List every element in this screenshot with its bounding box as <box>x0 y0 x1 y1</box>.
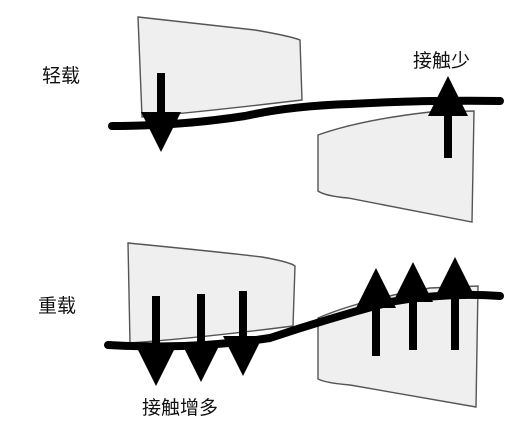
upper-block-heavy <box>127 242 296 344</box>
heavy-load-section: 重载 接触增多 <box>38 242 504 419</box>
heavy-load-label: 重载 <box>38 295 76 317</box>
heavy-contact-note: 接触增多 <box>142 397 218 419</box>
light-contact-note: 接触少 <box>413 50 470 72</box>
light-load-label: 轻载 <box>42 65 80 87</box>
light-load-section: 轻载 接触少 <box>42 16 504 223</box>
